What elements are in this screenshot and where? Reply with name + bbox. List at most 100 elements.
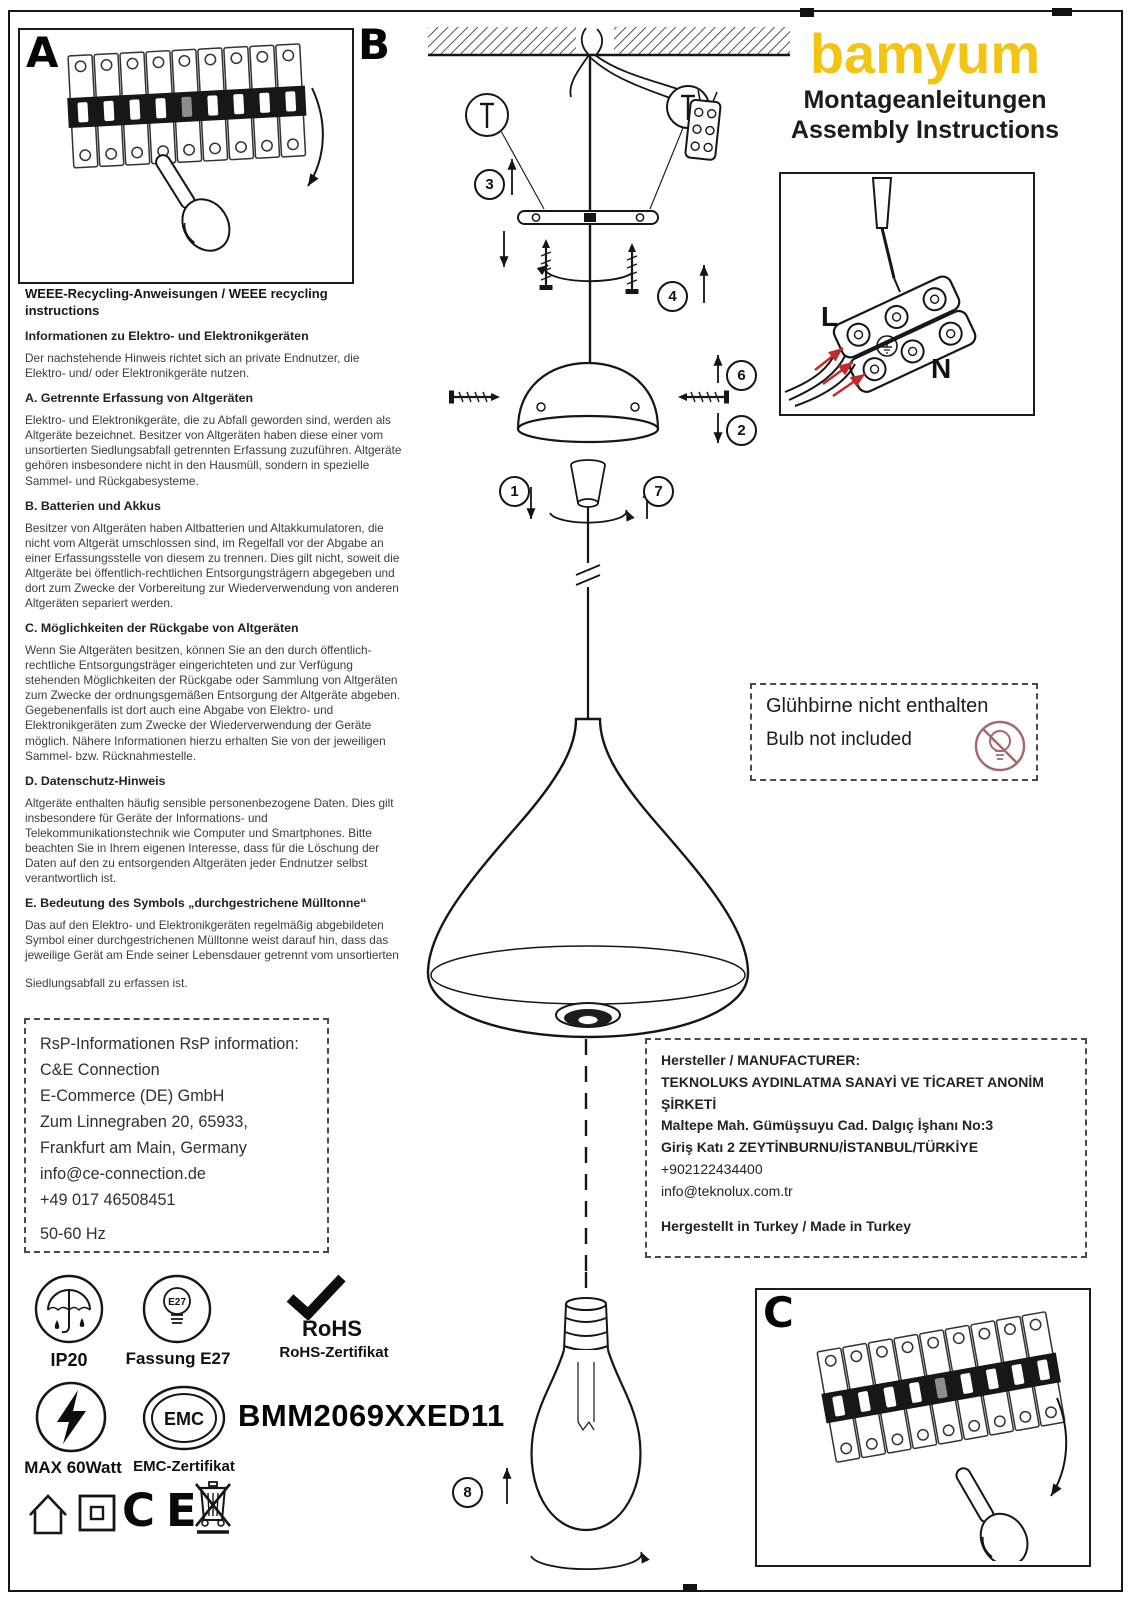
strain-relief xyxy=(570,459,606,508)
lamp-socket xyxy=(555,1002,621,1028)
emc-text: EMC xyxy=(164,1409,204,1429)
rotate-arrow xyxy=(549,509,635,524)
e27-socket-icon: E27 xyxy=(142,1274,212,1344)
bulb-screw-base xyxy=(563,1297,609,1351)
bulb-note-de: Glühbirne nicht enthalten xyxy=(766,695,989,717)
live-wire-label: L xyxy=(821,301,838,332)
rsp-email: info@ce-connection.de xyxy=(40,1164,206,1183)
rsp-line: C&E Connection xyxy=(40,1060,160,1079)
wiring-detail-panel: L N xyxy=(779,172,1035,416)
weee-section-c-body: Wenn Sie Altgeräten besitzen, können Sie… xyxy=(25,642,401,763)
rsp-info-box: RsP-Informationen RsP information: C&E C… xyxy=(24,1018,329,1253)
emc-label: EMC-Zertifikat xyxy=(133,1458,235,1475)
bulb-glass xyxy=(530,1349,642,1532)
screwdriver-icon xyxy=(871,177,893,229)
section-b-label: B xyxy=(358,20,391,69)
filament xyxy=(577,1362,595,1432)
ip20-label: IP20 xyxy=(50,1350,88,1370)
rotate-arrow xyxy=(536,264,633,283)
header: bamyum Montageanleitungen Assembly Instr… xyxy=(760,26,1090,145)
canopy-screw-icon xyxy=(676,389,731,405)
weee-section-e-title: E. Bedeutung des Symbols „durchgestriche… xyxy=(25,896,367,911)
weee-section-a-body: Elektro- und Elektronikgeräte, die zu Ab… xyxy=(25,413,402,488)
weee-instructions: WEEE-Recycling-Anweisungen / WEEE recycl… xyxy=(25,286,403,1001)
rsp-line: Zum Linnegraben 20, 65933, xyxy=(40,1112,248,1131)
bulb-note-en: Bulb not included xyxy=(766,729,912,750)
bulb-note-box: Glühbirne nicht enthalten Bulb not inclu… xyxy=(750,683,1038,781)
mounting-bracket xyxy=(517,210,659,225)
rohs-title: RoHS xyxy=(302,1316,362,1341)
rotate-arrow xyxy=(530,1551,650,1571)
brand-logo: bamyum xyxy=(809,22,1041,85)
rohs-check-icon xyxy=(286,1274,346,1320)
ceiling-canopy xyxy=(516,361,660,444)
page-frame xyxy=(8,10,1123,1592)
manufacturer-address1: Maltepe Mah. Gümüşsuyu Cad. Dalgıç İşhan… xyxy=(661,1117,994,1134)
section-c-panel: C xyxy=(755,1288,1091,1567)
section-c-label: C xyxy=(763,1288,794,1337)
flip-arrow xyxy=(307,87,324,187)
canopy-screw-icon xyxy=(447,389,502,405)
model-number: BMM2069XXED11 xyxy=(238,1398,505,1433)
rsp-phone: +49 017 46508451 xyxy=(40,1190,176,1209)
ground-symbol-icon xyxy=(876,335,898,357)
emc-icon: EMC xyxy=(142,1385,226,1451)
mount-screw-icon xyxy=(624,241,640,296)
weee-section-e-body: Das auf den Elektro- und Elektronikgerät… xyxy=(25,918,399,963)
double-insulation-icon xyxy=(78,1494,116,1532)
rsp-line: Frankfurt am Main, Germany xyxy=(40,1138,247,1157)
wiring-detail-illustration: L N xyxy=(784,177,977,407)
weee-section-a-title: A. Getrennte Erfassung von Altgeräten xyxy=(25,391,254,406)
max-watt-label: MAX 60Watt xyxy=(24,1458,122,1477)
manufacturer-name: TEKNOLUKS AYDINLATMA SANAYİ VE TİCARET A… xyxy=(661,1073,1044,1112)
manufacturer-email: info@teknolux.com.tr xyxy=(661,1182,793,1199)
step-circle-3: 3 xyxy=(474,169,505,200)
breaker-panel-illustration-c xyxy=(757,1290,1087,1561)
weee-section-d-title: D. Datenschutz-Hinweis xyxy=(25,773,166,788)
flip-arrow xyxy=(1050,1397,1068,1497)
e27-text: E27 xyxy=(168,1297,186,1308)
print-mark xyxy=(683,1584,697,1592)
made-in: Hergestellt in Turkey / Made in Turkey xyxy=(661,1217,911,1234)
manufacturer-title: Hersteller / MANUFACTURER: xyxy=(661,1052,861,1068)
rsp-line: E-Commerce (DE) GmbH xyxy=(40,1086,225,1105)
weee-intro-body: Der nachstehende Hinweis richtet sich an… xyxy=(25,351,360,381)
crossed-bin-icon xyxy=(194,1481,232,1534)
manufacturer-address2: Giriş Katı 2 ZEYTİNBURNU/İSTANBUL/TÜRKİY… xyxy=(661,1139,979,1156)
weee-closing: Siedlungsabfall zu erfassen ist. xyxy=(25,976,188,991)
wire-insert-arrows xyxy=(814,347,866,397)
weee-title: WEEE-Recycling-Anweisungen / WEEE recycl… xyxy=(25,286,328,318)
manufacturer-phone: +902122434400 xyxy=(661,1161,763,1178)
house-icon xyxy=(29,1494,67,1535)
lamp-shade xyxy=(426,717,750,1039)
weee-intro-title: Informationen zu Elektro- und Elektronik… xyxy=(25,329,309,344)
weee-section-b-body: Besitzer von Altgeräten haben Altbatteri… xyxy=(25,520,400,610)
section-a-panel: A xyxy=(18,28,354,284)
rohs-label: RoHS-Zertifikat xyxy=(279,1344,389,1361)
terminal-block-small xyxy=(684,89,722,161)
mount-screw-icon xyxy=(538,237,554,292)
print-mark xyxy=(1052,8,1072,16)
breaker-panel-illustration-a xyxy=(20,30,324,261)
subtitle-de: Montageanleitungen xyxy=(803,86,1047,114)
step-circle-6: 6 xyxy=(726,360,757,391)
step-circle-7: 7 xyxy=(643,476,674,507)
step-circle-1: 1 xyxy=(499,476,530,507)
section-a-label: A xyxy=(26,28,59,77)
manufacturer-box: Hersteller / MANUFACTURER: TEKNOLUKS AYD… xyxy=(645,1038,1087,1258)
light-bulb-illustration xyxy=(502,1272,650,1571)
rsp-frequency: 50-60 Hz xyxy=(40,1225,106,1244)
weee-section-c-title: C. Möglichkeiten der Rückgabe von Altger… xyxy=(25,621,299,636)
screw-detail-left xyxy=(465,93,545,210)
max-watt-icon xyxy=(35,1381,107,1453)
e27-label: Fassung E27 xyxy=(125,1349,231,1368)
ce-mark: CE xyxy=(122,1484,208,1537)
print-mark xyxy=(800,8,814,17)
neutral-wire-label: N xyxy=(931,353,951,384)
terminal-block-large xyxy=(832,275,977,393)
pendant-lamp-diagram xyxy=(426,26,790,1275)
supply-wires xyxy=(784,349,856,407)
no-bulb-icon xyxy=(974,720,1026,772)
step-circle-2: 2 xyxy=(726,415,757,446)
